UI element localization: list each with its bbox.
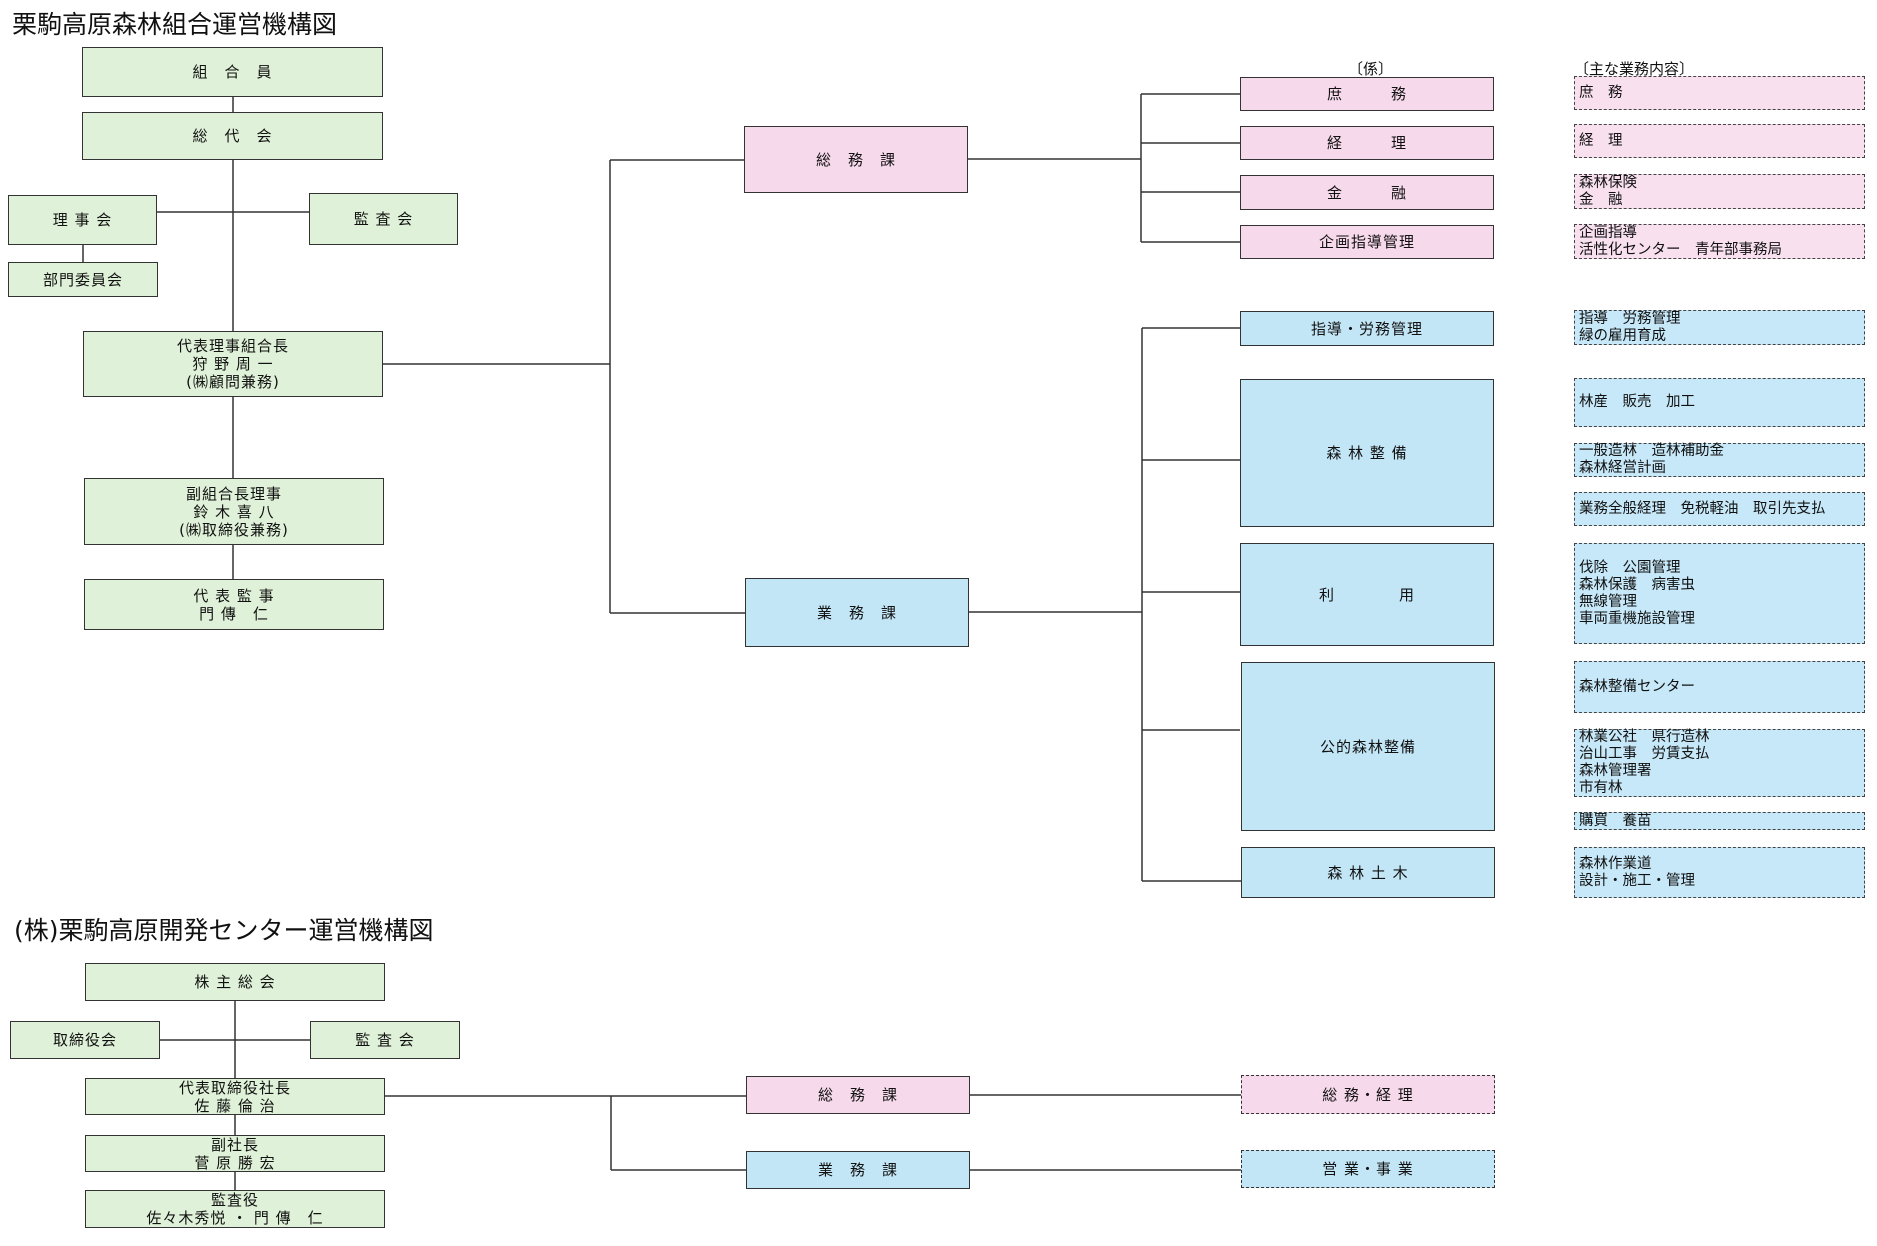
duty-operations-4: 業務全般経理 免税軽油 取引先支払 [1574, 492, 1865, 526]
duty-operations-2: 林産 販売 加工 [1574, 378, 1865, 427]
org2-dept-operations-box: 業 務 課 [746, 1151, 970, 1189]
duty-general-1: 庶 務 [1574, 76, 1865, 110]
committee-box: 部門委員会 [8, 262, 158, 297]
vice-box: 副組合長理事 鈴 木 喜 八 (㈱取締役兼務) [84, 478, 384, 545]
auditors-box: 監査役 佐々木秀悦 ・ 門 傳 仁 [85, 1190, 385, 1228]
duty-general-3: 森林保険 金 融 [1574, 174, 1865, 209]
delegates-box: 総 代 会 [82, 112, 383, 160]
dept-general-box: 総 務 課 [744, 126, 968, 193]
duties-column-header: 〔主な業務内容〕 [1574, 60, 1695, 78]
org2-title: (株)栗駒高原開発センター運営機構図 [14, 916, 434, 945]
org2-dept-general-box: 総 務 課 [746, 1076, 970, 1114]
duty-operations-7: 林業公社 県行造林 治山工事 労賃支払 森林管理署 市有林 [1574, 729, 1865, 797]
duty-operations-3: 一般造林 造林補助金 森林経営計画 [1574, 443, 1865, 477]
audit-box: 監 査 会 [309, 193, 458, 245]
section-general-3: 金 融 [1240, 175, 1494, 210]
members-box: 組 合 員 [82, 47, 383, 97]
org2-audit-box: 監 査 会 [310, 1021, 460, 1059]
shareholders-box: 株 主 総 会 [85, 963, 385, 1001]
chief-box: 代表理事組合長 狩 野 周 一 (㈱顧問兼務) [83, 331, 383, 397]
org2-section-general: 総 務・経 理 [1241, 1075, 1495, 1114]
duty-operations-6: 森林整備センター [1574, 661, 1865, 713]
section-general-4: 企画指導管理 [1240, 225, 1494, 259]
section-operations-3: 利 用 [1240, 543, 1494, 646]
section-operations-2: 森 林 整 備 [1240, 379, 1494, 527]
section-general-2: 経 理 [1240, 126, 1494, 160]
president-box: 代表取締役社長 佐 藤 倫 治 [85, 1078, 385, 1115]
org1-title: 栗駒高原森林組合運営機構図 [12, 10, 338, 39]
duty-operations-8: 購買 養苗 [1574, 812, 1865, 830]
section-general-1: 庶 務 [1240, 77, 1494, 111]
section-column-header: 〔係〕 [1348, 60, 1394, 78]
org2-section-operations: 営 業・事 業 [1241, 1150, 1495, 1188]
org2-vice-box: 副社長 菅 原 勝 宏 [85, 1135, 385, 1172]
duty-operations-1: 指導 労務管理 緑の雇用育成 [1574, 310, 1865, 345]
auditor-box: 代 表 監 事 門 傳 仁 [84, 579, 384, 630]
duty-general-4: 企画指導 活性化センター 青年部事務局 [1574, 224, 1865, 259]
section-operations-1: 指導・労務管理 [1240, 311, 1494, 346]
duty-general-2: 経 理 [1574, 124, 1865, 158]
dept-operations-box: 業 務 課 [745, 578, 969, 647]
duty-operations-5: 伐除 公園管理 森林保護 病害虫 無線管理 車両重機施設管理 [1574, 543, 1865, 644]
section-operations-4: 公的森林整備 [1241, 662, 1495, 831]
directors-box: 取締役会 [10, 1021, 160, 1059]
section-operations-5: 森 林 土 木 [1241, 847, 1495, 898]
duty-operations-9: 森林作業道 設計・施工・管理 [1574, 847, 1865, 898]
board-box: 理 事 会 [8, 195, 157, 245]
